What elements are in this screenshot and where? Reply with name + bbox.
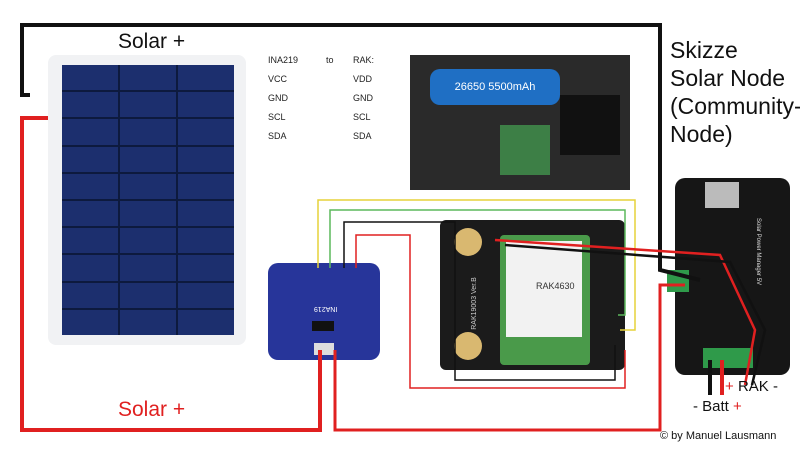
mount-hole xyxy=(454,228,482,256)
solar-cell xyxy=(62,92,118,118)
solar-cell xyxy=(120,282,176,308)
solar-cell xyxy=(62,65,118,91)
solar-cell xyxy=(62,201,118,227)
solar-cell xyxy=(178,119,234,145)
solar-cell xyxy=(120,92,176,118)
solar-cell xyxy=(178,309,234,335)
vcc-wire xyxy=(355,234,626,389)
solar-cells xyxy=(62,65,234,335)
solar-cell xyxy=(62,173,118,199)
solar-cell xyxy=(178,173,234,199)
batt-label: - Batt + xyxy=(693,398,742,415)
photo-manager xyxy=(560,95,620,155)
rak-label: + RAK - xyxy=(725,378,778,395)
solar-plus-label-bottom: Solar + xyxy=(118,398,186,421)
rak-power-red xyxy=(494,238,757,386)
solar-plus-wire xyxy=(20,116,322,432)
solar-panel xyxy=(48,55,246,345)
battery-terminal xyxy=(703,348,753,368)
solar-cell xyxy=(178,255,234,281)
solar-cell xyxy=(62,309,118,335)
shunt-resistor xyxy=(312,321,334,331)
solar-cell xyxy=(178,201,234,227)
battery: 26650 5500mAh xyxy=(430,69,560,105)
ina219-board: INA219 xyxy=(268,263,380,360)
solar-plus-label-top: Solar + xyxy=(118,30,186,53)
rak4630-module: RAK4630 xyxy=(500,235,590,365)
solar-cell xyxy=(178,228,234,254)
solar-minus-wire xyxy=(20,23,701,282)
device-photo: 26650 5500mAh xyxy=(410,55,630,190)
photo-board xyxy=(500,125,550,175)
diagram-title: Skizze Solar Node (Community- Node) xyxy=(670,37,800,147)
solar-cell xyxy=(178,146,234,172)
solar-cell xyxy=(120,65,176,91)
mount-hole xyxy=(454,332,482,360)
sda-wire xyxy=(317,199,636,331)
solar-cell xyxy=(62,255,118,281)
solar-cell xyxy=(62,282,118,308)
ina-out-wire xyxy=(333,283,685,432)
solar-cell xyxy=(120,201,176,227)
copyright: © by Manuel Lausmann xyxy=(660,430,777,442)
solar-cell xyxy=(120,146,176,172)
solar-cell xyxy=(178,65,234,91)
solar-cell xyxy=(62,228,118,254)
solar-cell xyxy=(120,255,176,281)
solar-cell xyxy=(178,92,234,118)
usb-port xyxy=(705,182,739,208)
solar-cell xyxy=(62,146,118,172)
solar-cell xyxy=(120,173,176,199)
solar-cell xyxy=(120,228,176,254)
solar-cell xyxy=(178,282,234,308)
rak-power-black xyxy=(504,243,767,386)
solar-cell xyxy=(120,309,176,335)
scl-wire xyxy=(329,209,626,316)
solar-cell xyxy=(120,119,176,145)
solar-cell xyxy=(62,119,118,145)
gnd-wire xyxy=(343,221,616,381)
